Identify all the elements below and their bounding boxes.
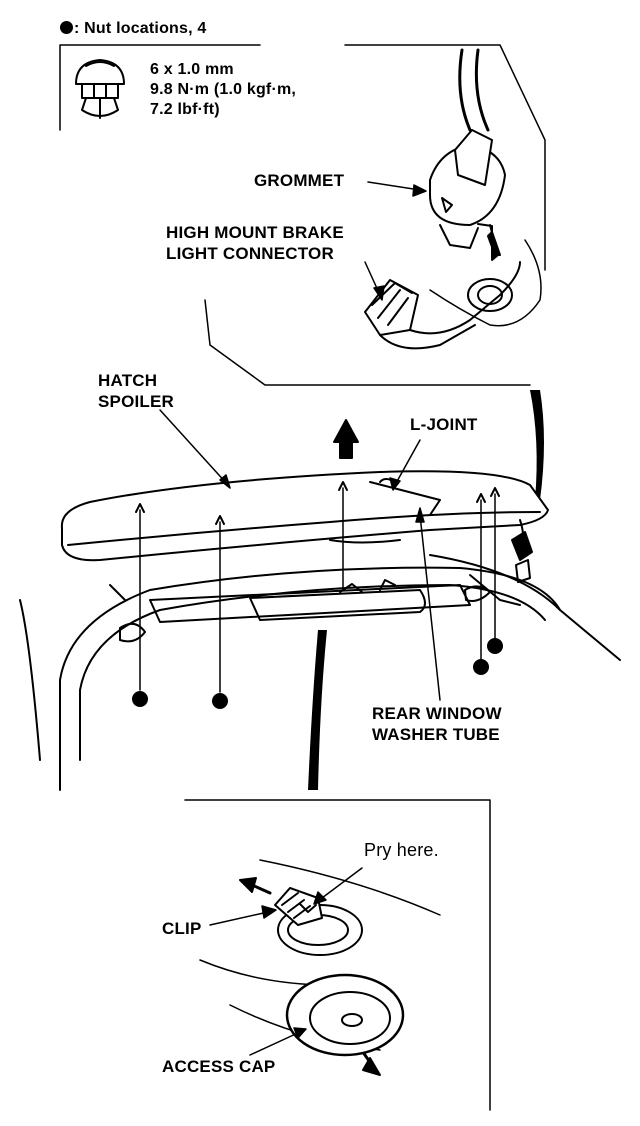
label-l-joint: L-JOINT xyxy=(410,415,478,434)
label-hatch-spoiler: HATCH SPOILER xyxy=(98,370,174,412)
label-pry-here: Pry here. xyxy=(364,840,439,860)
clip-icon xyxy=(274,887,363,956)
label-hatch-spoiler-line2: SPOILER xyxy=(98,392,175,411)
brake-light-connector-icon xyxy=(364,261,521,350)
label-grommet: GROMMET xyxy=(254,171,345,190)
legend-box xyxy=(59,44,261,131)
label-access-cap: ACCESS CAP xyxy=(162,1057,276,1076)
nut-marker-icon xyxy=(60,21,73,34)
label-brake-connector: HIGH MOUNT BRAKE LIGHT CONNECTOR xyxy=(166,222,344,264)
label-brake-connector-line1: HIGH MOUNT BRAKE xyxy=(166,223,344,242)
legend-title: : Nut locations, 4 xyxy=(60,18,207,39)
label-hatch-spoiler-line1: HATCH xyxy=(98,371,158,390)
lift-arrow-icon xyxy=(333,419,359,459)
grommet-icon xyxy=(429,48,506,261)
hatch-spoiler xyxy=(60,470,549,562)
label-leaders xyxy=(159,181,441,701)
hatch-connector-icon xyxy=(511,519,533,583)
clip-detail-leaders xyxy=(209,867,363,1056)
nut-marker xyxy=(212,693,228,709)
torque-spec: 6 x 1.0 mm 9.8 N·m (1.0 kgf·m, 7.2 lbf·f… xyxy=(150,60,296,120)
nut-location-markers xyxy=(132,638,503,709)
pry-arrows-icon xyxy=(239,877,381,1076)
nut-marker xyxy=(473,659,489,675)
pillar-accent xyxy=(308,390,544,790)
torque-spec-line3: 7.2 lbf·ft) xyxy=(150,101,220,118)
label-washer-tube: REAR WINDOW WASHER TUBE xyxy=(372,703,502,745)
legend-title-text: : Nut locations, 4 xyxy=(74,20,207,37)
access-cap-icon xyxy=(285,973,405,1057)
cap-nut-icon xyxy=(75,59,125,119)
label-brake-connector-line2: LIGHT CONNECTOR xyxy=(166,244,334,263)
torque-spec-line2: 9.8 N·m (1.0 kgf·m, xyxy=(150,81,297,98)
connector-detail-panel xyxy=(204,44,546,386)
nut-marker xyxy=(487,638,503,654)
label-washer-tube-line2: WASHER TUBE xyxy=(372,725,500,744)
torque-spec-line1: 6 x 1.0 mm xyxy=(150,61,234,78)
label-clip: CLIP xyxy=(162,919,202,938)
nut-marker xyxy=(132,691,148,707)
label-washer-tube-line1: REAR WINDOW xyxy=(372,704,502,723)
nut-leader-lines xyxy=(135,481,500,693)
